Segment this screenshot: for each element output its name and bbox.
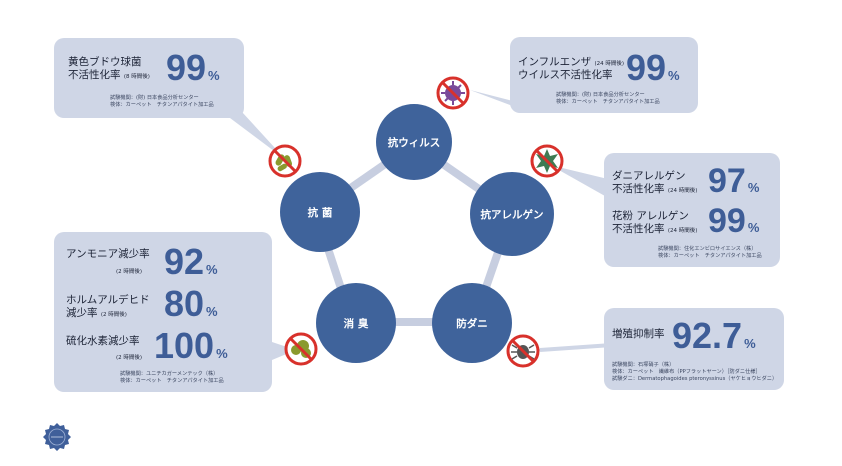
node-antiallergen: 抗アレルゲン — [470, 172, 554, 256]
h2s-hours: (2 時間後) — [116, 355, 143, 361]
callout-antibacterial — [54, 38, 244, 118]
influenza-label-1: インフルエンザ (24 時間後) — [518, 56, 625, 68]
callout-antimite — [604, 308, 784, 390]
influenza-hours: (24 時間後) — [594, 61, 625, 67]
staph-label-1: 黄色ブドウ球菌 — [68, 56, 142, 68]
no-bacteria-icon — [268, 144, 302, 178]
influenza-note-1: 試験機関：(財) 日本食品分析センター — [556, 92, 645, 98]
formaldehyde-value: 80% — [164, 283, 218, 324]
allergen-pollen-label-1: 花粉 アレルゲン — [612, 210, 689, 222]
h2s-label: 硫化水素減少率 — [66, 335, 140, 347]
staph-value: 99% — [166, 47, 220, 88]
allergen-note-2: 検体：カーペット チタンアパタイト加工品 — [658, 253, 762, 259]
node-deodorant: 消 臭 — [316, 283, 396, 363]
no-mite-icon — [506, 334, 540, 368]
mite-label: 増殖抑制率 — [612, 328, 665, 340]
callout-antivirus — [510, 37, 698, 113]
formaldehyde-label-2: 減少率 (2 時間後) — [66, 307, 127, 319]
influenza-note-2: 検体：カーペット チタンアパタイト加工品 — [556, 99, 660, 105]
callout-antiallergen — [604, 153, 780, 267]
ammonia-label: アンモニア減少率 — [66, 248, 150, 260]
formaldehyde-label-1: ホルムアルデヒド — [66, 294, 150, 306]
formaldehyde-hours: (2 時間後) — [100, 312, 127, 318]
influenza-value: 99% — [626, 47, 680, 88]
mite-note-1: 試験機関：石塚硝子（株） — [612, 362, 675, 368]
allergen-pollen-value: 99% — [708, 202, 760, 240]
seal-logo-icon — [43, 423, 71, 451]
no-odor-icon — [284, 332, 318, 366]
allergen-mite-label-1: ダニアレルゲン — [612, 170, 686, 182]
ammonia-value: 92% — [164, 241, 218, 282]
mite-value: 92.7% — [672, 315, 756, 356]
mite-note-3: 試験ダニ：Dermatophagoides pteronyssinus（ヤケヒョ… — [612, 376, 778, 382]
allergen-note-1: 試験機関：住化エンビロサイエンス（株） — [658, 246, 757, 252]
allergen-pollen-hours: (24 時間後) — [667, 228, 698, 234]
no-allergen-icon — [530, 144, 564, 178]
ammonia-hours: (2 時間後) — [116, 269, 143, 275]
no-virus-icon — [436, 76, 470, 110]
staph-note-2: 検体：カーペット チタンアパタイト加工品 — [110, 102, 214, 108]
node-antivirus: 抗ウィルス — [376, 104, 452, 180]
odor-note-2: 検体：カーペット チタンアパタイト加工品 — [120, 378, 224, 384]
callout-deodorant — [54, 232, 272, 392]
staph-label-2: 不活性化率 (8 時間後) — [68, 69, 150, 81]
allergen-mite-value: 97% — [708, 162, 760, 200]
allergen-mite-label-2: 不活性化率 (24 時間後) — [612, 183, 698, 195]
allergen-pollen-label-2: 不活性化率 (24 時間後) — [612, 223, 698, 235]
influenza-label-2: ウイルス不活性化率 — [518, 69, 613, 81]
odor-note-1: 試験機関：ユニチカガーメンテック（株） — [120, 371, 219, 377]
h2s-value: 100% — [154, 325, 228, 366]
mite-note-2: 検体：カーペット 繊維布（PPフラットヤーン）［防ダニ仕様］ — [612, 369, 761, 375]
node-antibacterial: 抗 菌 — [280, 172, 360, 252]
allergen-mite-hours: (24 時間後) — [667, 188, 698, 194]
staph-hours: (8 時間後) — [123, 74, 150, 80]
staph-note-1: 試験機関：(財) 日本食品分析センター — [110, 95, 199, 101]
node-antimite: 防ダニ — [432, 283, 512, 363]
